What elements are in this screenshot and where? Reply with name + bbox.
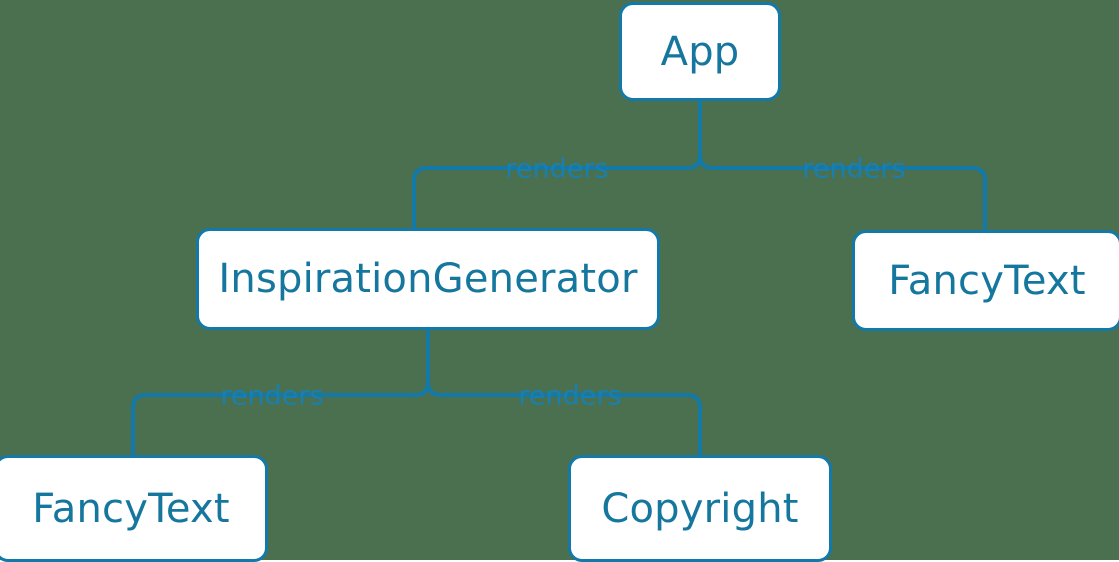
node-app[interactable]: App [619,2,781,101]
edge-inspiration-to-fancytext [131,380,430,458]
node-inspiration-generator[interactable]: InspirationGenerator [196,228,660,330]
edge-label-inspiration-to-copyright: renders [518,380,622,412]
edge-app-to-inspiration [412,153,702,230]
edge-inspiration-to-copyright [426,380,702,458]
node-fancytext-bottom[interactable]: FancyText [0,455,268,562]
edge-label-inspiration-to-fancytext: renders [220,380,324,412]
node-app-label: App [660,28,740,75]
edge-label-app-to-inspiration: renders [505,153,609,185]
node-fancytext-right[interactable]: FancyText [852,230,1119,331]
node-copyright-label: Copyright [601,485,799,532]
node-fancytext-right-label: FancyText [888,257,1086,304]
node-copyright[interactable]: Copyright [568,455,832,562]
edge-app-to-fancytext [698,153,987,232]
node-inspiration-generator-label: InspirationGenerator [218,256,638,302]
node-fancytext-bottom-label: FancyText [32,485,230,532]
edge-label-app-to-fancytext: renders [802,153,906,185]
